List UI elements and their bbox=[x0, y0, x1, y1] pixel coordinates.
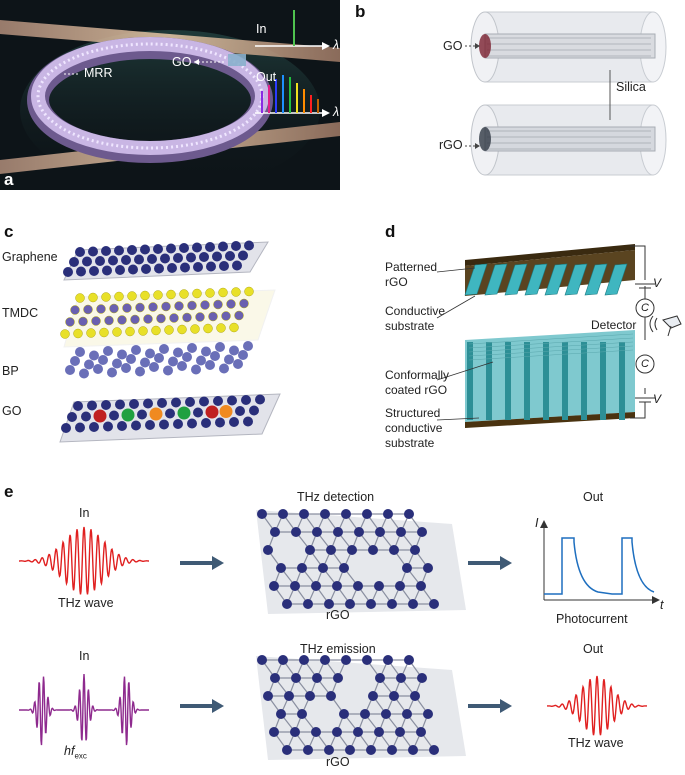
panel-a: a MRR GO In Out λ λ bbox=[0, 0, 340, 190]
detector-label: Detector bbox=[591, 318, 637, 332]
layer-tmdc: TMDC bbox=[2, 306, 39, 320]
panel-b: b GO rGO Silica bbox=[345, 0, 685, 195]
layer-graphene: Graphene bbox=[2, 250, 58, 264]
rgo-fiber-label: rGO bbox=[439, 138, 463, 152]
lambda-out-label: λ bbox=[333, 105, 340, 119]
thz-flow bbox=[19, 509, 660, 760]
row1-center-sub: rGO bbox=[326, 608, 350, 622]
silica-label: Silica bbox=[616, 80, 646, 94]
detector-schematic bbox=[436, 244, 682, 428]
capacitor-bottom-label: C bbox=[641, 358, 649, 370]
row2-out-caption: THz wave bbox=[568, 736, 624, 750]
mrr-label: MRR bbox=[84, 66, 113, 80]
row2-out-label: Out bbox=[583, 642, 604, 656]
out-label: Out bbox=[256, 70, 277, 84]
capacitor-top-label: C bbox=[641, 302, 649, 314]
panel-e: e In THz wave THz detection rGO Out Phot… bbox=[0, 482, 685, 775]
layer-bp: BP bbox=[2, 364, 19, 378]
layer-go: GO bbox=[2, 404, 22, 418]
fiber-illustration bbox=[465, 11, 667, 176]
row2-in-label: In bbox=[79, 649, 90, 663]
panel-e-label: e bbox=[4, 482, 14, 501]
row1-source-label: THz wave bbox=[58, 596, 114, 610]
layer-stack bbox=[59, 240, 281, 443]
lambda-in-label: λ bbox=[333, 38, 340, 52]
photocurrent-caption: Photocurrent bbox=[556, 612, 628, 626]
panel-b-label: b bbox=[355, 2, 366, 21]
panel-c: c Graphene TMDC BP GO bbox=[0, 222, 340, 447]
axis-i-label: I bbox=[535, 516, 539, 530]
panel-c-label: c bbox=[4, 222, 14, 241]
panel-d: d bbox=[345, 222, 685, 457]
row2-center-title: THz emission bbox=[300, 642, 376, 656]
row2-center-sub: rGO bbox=[326, 755, 350, 769]
go-fiber-label: GO bbox=[443, 39, 463, 53]
row1-out-label: Out bbox=[583, 490, 604, 504]
detector-icon bbox=[649, 315, 682, 337]
row1-in-label: In bbox=[79, 506, 90, 520]
panel-a-label: a bbox=[4, 170, 14, 189]
row2-source-label: hfexc bbox=[64, 744, 87, 761]
voltage-bottom-label: V bbox=[653, 392, 662, 406]
voltage-top-label: V bbox=[653, 276, 662, 290]
row1-center-title: THz detection bbox=[297, 490, 375, 504]
in-label: In bbox=[256, 22, 267, 36]
mrr-illustration bbox=[0, 0, 340, 190]
go-label: GO bbox=[172, 55, 192, 69]
axis-t-label: t bbox=[660, 598, 664, 612]
panel-d-label: d bbox=[385, 222, 396, 241]
